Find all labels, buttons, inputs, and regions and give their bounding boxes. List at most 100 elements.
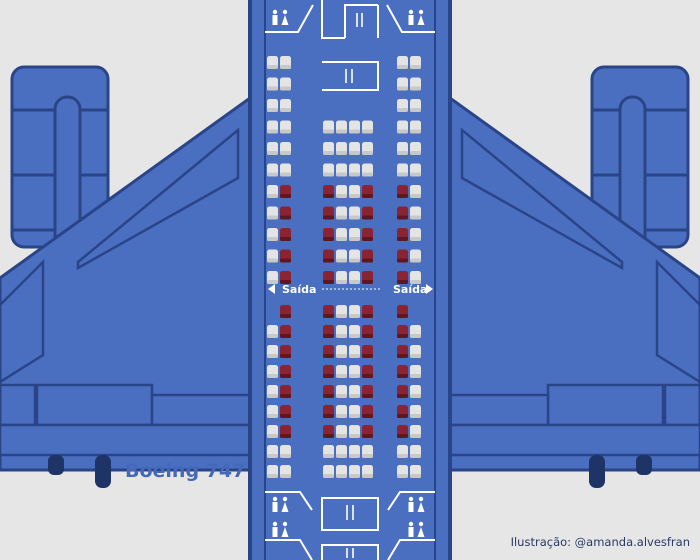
occupied-seat bbox=[323, 325, 334, 338]
seat bbox=[349, 445, 360, 458]
seat bbox=[349, 163, 360, 177]
seat bbox=[267, 271, 278, 284]
seat bbox=[280, 465, 291, 478]
seat bbox=[410, 385, 421, 398]
seat bbox=[280, 120, 291, 134]
seat bbox=[410, 425, 421, 438]
seat bbox=[336, 142, 347, 155]
occupied-seat bbox=[362, 228, 373, 241]
seat bbox=[267, 249, 278, 263]
occupied-seat bbox=[362, 305, 373, 318]
seat bbox=[336, 305, 347, 318]
occupied-seat bbox=[323, 228, 334, 241]
occupied-seat bbox=[362, 249, 373, 263]
seat bbox=[410, 345, 421, 358]
seat bbox=[410, 206, 421, 220]
seat bbox=[349, 206, 360, 220]
seat bbox=[280, 142, 291, 155]
seat bbox=[410, 365, 421, 378]
occupied-seat bbox=[323, 345, 334, 358]
seat bbox=[410, 465, 421, 478]
illustration-credit: Ilustração: @amanda.alvesfran bbox=[510, 535, 690, 549]
seat bbox=[336, 345, 347, 358]
seat bbox=[349, 465, 360, 478]
seat bbox=[397, 99, 408, 112]
occupied-seat bbox=[362, 345, 373, 358]
occupied-seat bbox=[362, 206, 373, 220]
occupied-seat bbox=[397, 345, 408, 358]
seat bbox=[349, 249, 360, 263]
seat bbox=[397, 445, 408, 458]
occupied-seat bbox=[280, 249, 291, 263]
occupied-seat bbox=[397, 365, 408, 378]
seat bbox=[267, 206, 278, 220]
seat bbox=[336, 325, 347, 338]
seat bbox=[336, 249, 347, 263]
seat bbox=[336, 120, 347, 134]
occupied-seat bbox=[362, 325, 373, 338]
seat bbox=[362, 445, 373, 458]
seat bbox=[336, 465, 347, 478]
seat bbox=[362, 163, 373, 177]
occupied-seat bbox=[397, 425, 408, 438]
seat bbox=[349, 325, 360, 338]
rear-service-area bbox=[265, 491, 435, 560]
seat bbox=[267, 405, 278, 418]
occupied-seat bbox=[280, 405, 291, 418]
occupied-seat bbox=[280, 228, 291, 241]
seat bbox=[410, 185, 421, 198]
seat bbox=[336, 185, 347, 198]
seat bbox=[349, 365, 360, 378]
occupied-seat bbox=[362, 425, 373, 438]
seat bbox=[267, 120, 278, 134]
seat bbox=[323, 465, 334, 478]
seat bbox=[349, 345, 360, 358]
occupied-seat bbox=[362, 365, 373, 378]
occupied-seat bbox=[362, 405, 373, 418]
seat bbox=[362, 142, 373, 155]
occupied-seat bbox=[280, 345, 291, 358]
seat bbox=[323, 445, 334, 458]
exit-row: Saída Saída bbox=[268, 283, 433, 296]
seat bbox=[267, 465, 278, 478]
occupied-seat bbox=[362, 185, 373, 198]
rear-lavatory-icon bbox=[272, 496, 425, 537]
seat bbox=[349, 385, 360, 398]
occupied-seat bbox=[397, 405, 408, 418]
occupied-seat bbox=[280, 305, 291, 318]
occupied-seat bbox=[280, 385, 291, 398]
occupied-seat bbox=[323, 385, 334, 398]
seat bbox=[397, 163, 408, 177]
galley-icon bbox=[345, 13, 363, 83]
seat bbox=[410, 405, 421, 418]
seat bbox=[397, 142, 408, 155]
seat bbox=[267, 185, 278, 198]
occupied-seat bbox=[323, 206, 334, 220]
rear-galley-icon bbox=[346, 505, 354, 558]
front-service-area bbox=[265, 0, 435, 91]
exit-arrow-right-icon bbox=[426, 284, 433, 294]
occupied-seat bbox=[280, 185, 291, 198]
seat bbox=[349, 305, 360, 318]
aircraft-model-title: Boeing 747 bbox=[125, 460, 246, 482]
occupied-seat bbox=[323, 249, 334, 263]
seat bbox=[267, 365, 278, 378]
seat bbox=[323, 120, 334, 134]
lavatory-icon bbox=[272, 9, 425, 25]
occupied-seat bbox=[323, 365, 334, 378]
seat bbox=[280, 163, 291, 177]
seat bbox=[336, 228, 347, 241]
occupied-seat bbox=[280, 365, 291, 378]
seat bbox=[336, 365, 347, 378]
seat bbox=[349, 405, 360, 418]
seat bbox=[410, 445, 421, 458]
seat bbox=[349, 271, 360, 284]
seat bbox=[280, 77, 291, 91]
occupied-seat bbox=[323, 271, 334, 284]
seat bbox=[267, 142, 278, 155]
seat bbox=[410, 77, 421, 91]
seat bbox=[267, 228, 278, 241]
occupied-seat bbox=[323, 305, 334, 318]
occupied-seat bbox=[280, 425, 291, 438]
seat bbox=[267, 77, 278, 91]
